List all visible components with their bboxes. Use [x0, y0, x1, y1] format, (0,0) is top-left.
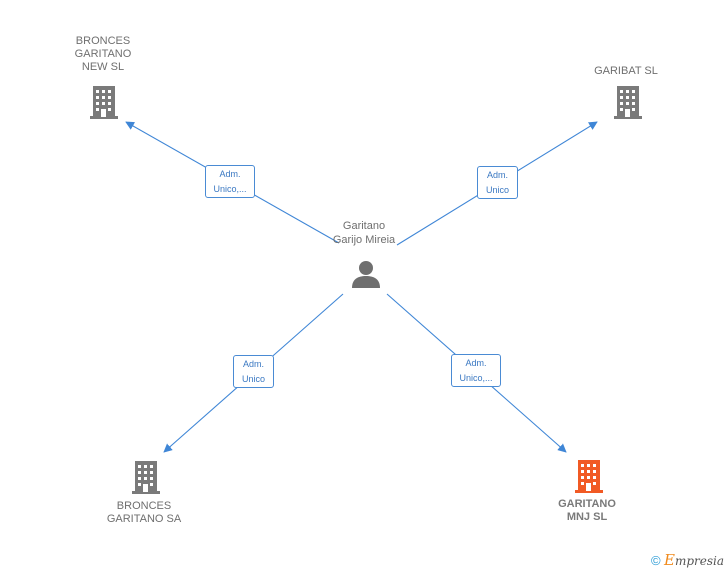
copyright-icon: © — [651, 553, 661, 568]
brand-logo-initial: E — [663, 551, 675, 569]
relation-label-garitano-mnj-sl[interactable]: Adm. Unico,... — [451, 354, 501, 387]
building-icon[interactable] — [573, 458, 605, 494]
building-icon[interactable] — [88, 84, 120, 120]
relation-label-bronces-garitano-new-sl[interactable]: Adm. Unico,... — [205, 165, 255, 198]
person-icon[interactable] — [351, 259, 381, 289]
company-label-bronces-garitano-sa[interactable]: BRONCES GARITANO SA — [106, 500, 182, 525]
building-icon[interactable] — [130, 459, 162, 495]
relation-label-bronces-garitano-sa[interactable]: Adm. Unico — [233, 355, 274, 388]
company-label-garibat-sl[interactable]: GARIBAT SL — [594, 65, 658, 77]
company-label-garitano-mnj-sl[interactable]: GARITANO MNJ SL — [558, 498, 616, 523]
person-name[interactable]: Garitano Garijo Mireia — [332, 220, 396, 246]
brand-logo-text: mpresia — [674, 554, 724, 568]
company-label-bronces-garitano-new-sl[interactable]: BRONCES GARITANO NEW SL — [74, 35, 132, 73]
building-icon[interactable] — [612, 84, 644, 120]
relation-label-garibat-sl[interactable]: Adm. Unico — [477, 166, 518, 199]
brand-footer: © Empresia — [651, 551, 724, 569]
